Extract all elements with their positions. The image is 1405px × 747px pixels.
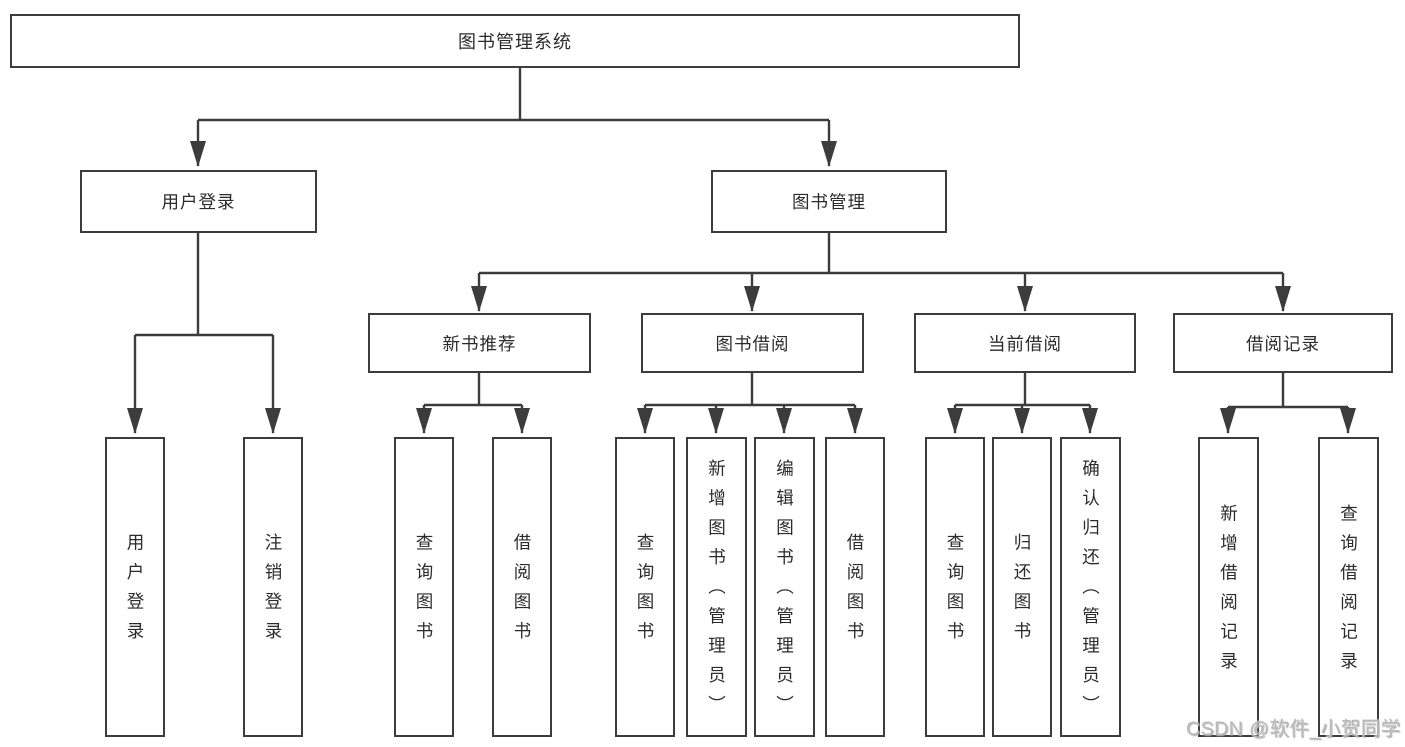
leaf-add-books-admin: 新增图书（管理员） [686,437,747,737]
node-borrow-record: 借阅记录 [1173,313,1393,373]
leaf-confirm-return-admin: 确认归还（管理员） [1060,437,1121,737]
leaf-query-borrow-record: 查询借阅记录 [1318,437,1379,737]
leaf-query-books-current: 查询图书 [925,437,985,737]
leaf-borrow-books-recommend: 借阅图书 [492,437,552,737]
leaf-user-login: 用户登录 [105,437,165,737]
node-new-book-recommend: 新书推荐 [368,313,591,373]
leaf-add-borrow-record: 新增借阅记录 [1198,437,1259,737]
node-current-borrow: 当前借阅 [914,313,1136,373]
watermark: CSDN @软件_小贺同学 [1186,718,1401,740]
node-book-management: 图书管理 [711,170,947,233]
leaf-borrow-books: 借阅图书 [825,437,885,737]
node-user-login: 用户登录 [80,170,317,233]
node-library-management-system: 图书管理系统 [10,14,1020,68]
leaf-edit-books-admin: 编辑图书（管理员） [754,437,815,737]
leaf-query-books-borrow: 查询图书 [615,437,675,737]
node-book-borrow: 图书借阅 [641,313,864,373]
leaf-logout: 注销登录 [243,437,303,737]
leaf-query-books-recommend: 查询图书 [394,437,454,737]
leaf-return-books: 归还图书 [992,437,1052,737]
